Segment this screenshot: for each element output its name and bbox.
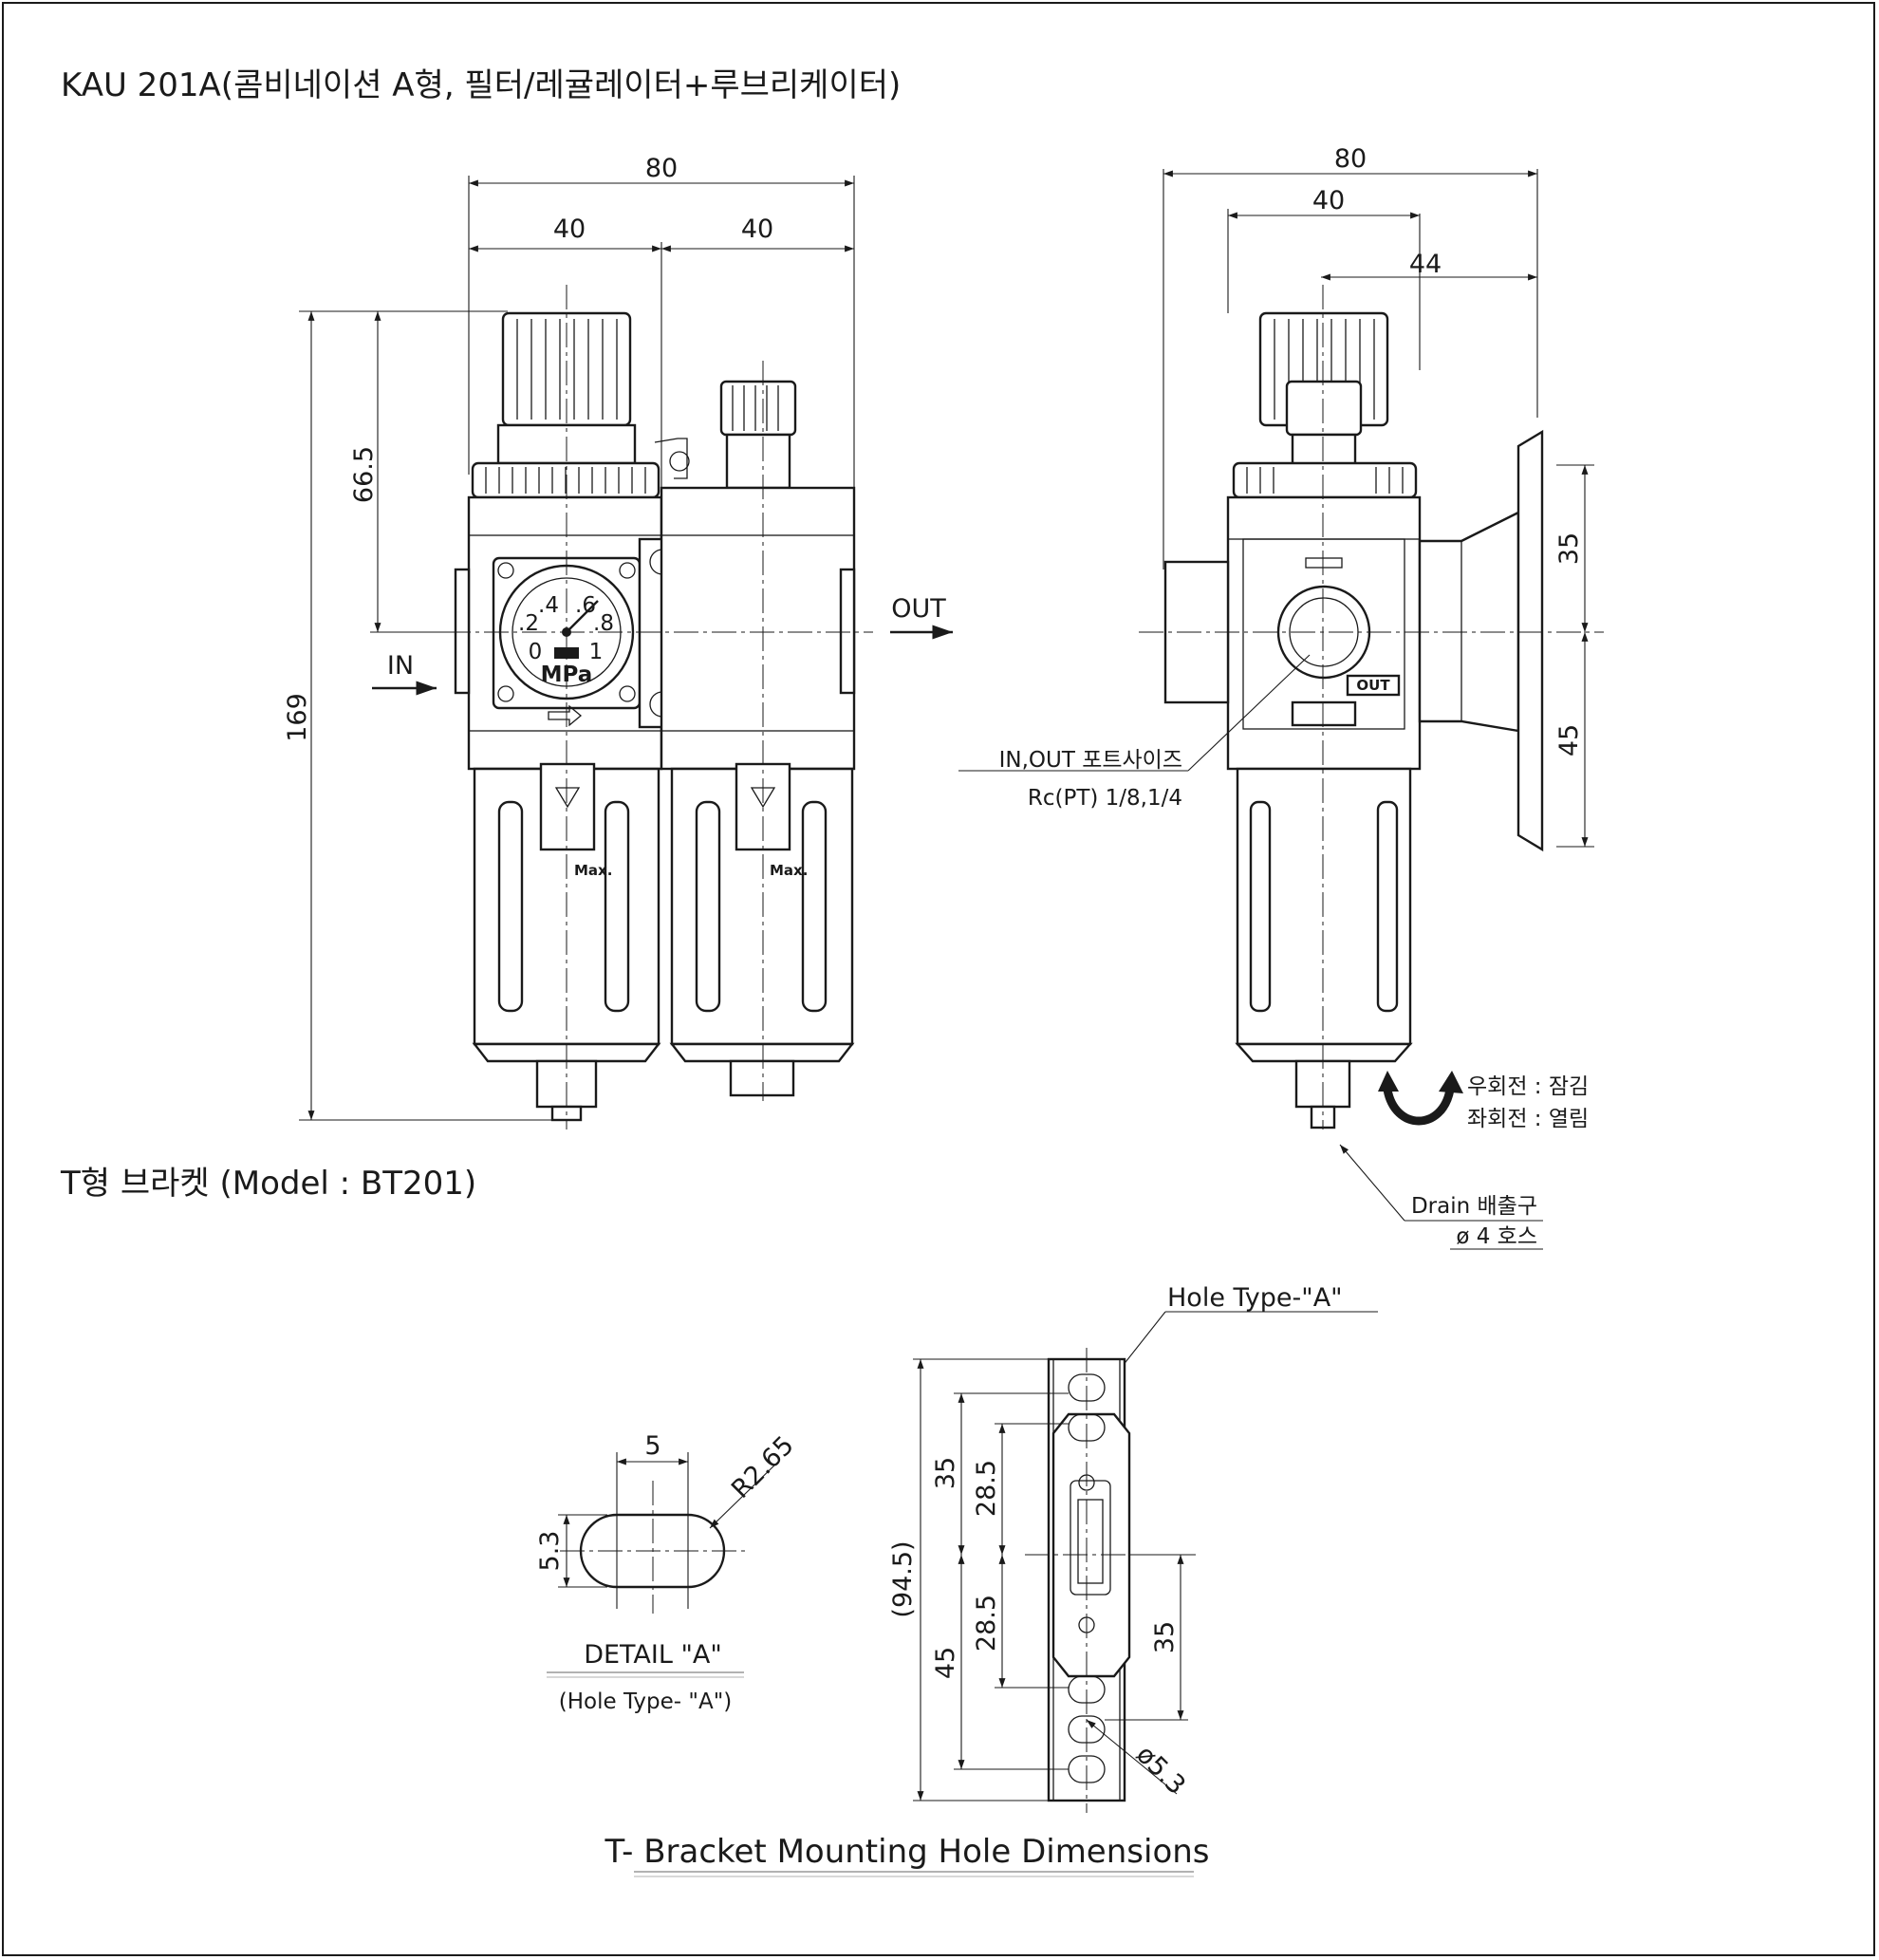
- rotate-right-note: 우회전 : 잠김: [1467, 1074, 1589, 1099]
- bracket-dim-upper-28: 28.5: [972, 1460, 1001, 1517]
- dim-total-width: 80: [645, 154, 678, 183]
- side-dim-upper-bracket: 35: [1554, 532, 1584, 565]
- dim-upper: 66.5: [349, 446, 379, 503]
- gauge-tick-2: .4: [538, 593, 559, 618]
- dim-height: 169: [283, 693, 312, 742]
- detail-dim-width: 5: [644, 1431, 660, 1461]
- bracket-dim-lower-28: 28.5: [972, 1595, 1001, 1652]
- port-note-line2: Rc(PT) 1/8,1/4: [1028, 786, 1182, 811]
- side-out-tag: OUT: [1356, 677, 1390, 694]
- bracket-dim-hole: ø5.3: [1130, 1740, 1191, 1801]
- bracket-dim-right-35: 35: [1150, 1621, 1180, 1653]
- gauge-tick-4: .8: [593, 611, 614, 636]
- dim-right-width: 40: [741, 215, 773, 244]
- page-title: KAU 201A(콤비네이션 A형, 필터/레귤레이터+루브리케이터): [61, 66, 901, 104]
- slot-hole-shape: [579, 1513, 726, 1589]
- drain-note-line2: ø 4 호스: [1456, 1224, 1537, 1249]
- bracket-title: T형 브라켓 (Model : BT201): [60, 1165, 476, 1203]
- detail-dim-height: 5.3: [535, 1531, 565, 1572]
- label-out: OUT: [891, 594, 946, 624]
- detail-dim-radius: R2.65: [726, 1430, 800, 1504]
- port-note-line1: IN,OUT 포트사이즈: [999, 748, 1182, 773]
- bracket-caption: T- Bracket Mounting Hole Dimensions: [604, 1833, 1209, 1871]
- bracket-dim-lower-45: 45: [931, 1647, 960, 1679]
- side-dim-half: 40: [1312, 186, 1345, 215]
- rotate-left-note: 좌회전 : 열림: [1467, 1107, 1589, 1131]
- side-dim-lower-bracket: 45: [1554, 724, 1584, 756]
- dim-left-width: 40: [553, 215, 586, 244]
- gauge-tick-3: .6: [575, 593, 596, 618]
- hole-type-label: Hole Type-"A": [1167, 1283, 1343, 1313]
- gauge-tick-6: 1: [589, 640, 604, 664]
- rotate-arrow-icon: [1383, 1088, 1455, 1126]
- detail-subtitle: (Hole Type- "A"): [559, 1689, 733, 1714]
- bracket-dim-upper-35: 35: [931, 1457, 960, 1489]
- side-dim-total: 80: [1334, 144, 1367, 174]
- drain-note-line1: Drain 배출구: [1411, 1194, 1537, 1219]
- t-bracket: Hole Type-"A" (94.5) 35 45: [604, 1283, 1378, 1877]
- bowl-label-right: Max.: [770, 862, 808, 879]
- front-view: 80 40 40 169 66.5: [283, 154, 953, 1129]
- label-in: IN: [387, 651, 414, 681]
- gauge-tick-5: 0: [529, 640, 543, 664]
- bracket-dim-overall: (94.5): [888, 1540, 918, 1617]
- side-view: 80 40 44 35 45 OUT: [958, 144, 1604, 1250]
- gauge-tick-1: .2: [518, 611, 539, 636]
- detail-a: 5 5.3 R2.65 DETAIL "A" (Hole Type- "A"): [535, 1430, 800, 1714]
- detail-title: DETAIL "A": [584, 1640, 722, 1670]
- bowl-label-left: Max.: [574, 862, 612, 879]
- side-dim-offset: 44: [1409, 250, 1442, 279]
